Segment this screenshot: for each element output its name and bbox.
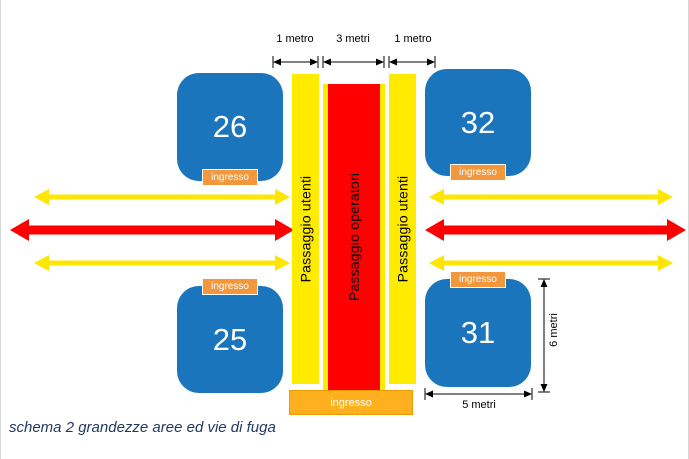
- booth-31-number: 31: [460, 315, 496, 350]
- passage-users-right-label: Passaggio utenti: [394, 175, 411, 283]
- escape-arrow-red-left: [10, 219, 294, 241]
- booth-26-entrance-tag: ingresso: [202, 169, 258, 186]
- passage-operators: Passaggio operatori: [323, 84, 385, 390]
- passage-users-left-label: Passaggio utenti: [297, 175, 314, 283]
- escape-arrow-yellow-top-right: [429, 189, 673, 205]
- booth-26-number: 26: [212, 109, 248, 144]
- dimension-arrow-3-metri: [322, 56, 385, 68]
- bottom-entrance-bar: ingresso: [289, 390, 413, 415]
- dimension-arrow-1-metro-right: [388, 56, 436, 68]
- escape-arrow-red-right: [425, 219, 686, 241]
- dimension-label-6-metri: 6 metri: [548, 313, 560, 347]
- booth-31: 31: [425, 279, 531, 387]
- dimension-label-1-metro-right: 1 metro: [394, 33, 432, 45]
- escape-arrow-yellow-bottom-left: [34, 255, 290, 271]
- booth-32-entrance-tag: ingresso: [450, 164, 506, 181]
- passage-users-right: Passaggio utenti: [389, 74, 416, 384]
- dimension-label-1-metro-left: 1 metro: [276, 33, 314, 45]
- booth-25: 25: [177, 286, 283, 393]
- dimension-arrow-1-metro-left: [272, 56, 319, 68]
- escape-arrow-yellow-top-left: [34, 189, 290, 205]
- passage-users-left: Passaggio utenti: [292, 74, 319, 384]
- booth-25-number: 25: [212, 321, 248, 357]
- booth-26: 26: [177, 73, 283, 181]
- booth-32-number: 32: [460, 104, 496, 140]
- dimension-label-3-metri: 3 metri: [336, 33, 370, 45]
- dimension-label-5-metri: 5 metri: [462, 399, 496, 411]
- booth-31-entrance-tag: ingresso: [450, 271, 506, 288]
- escape-arrow-yellow-bottom-right: [429, 255, 673, 271]
- diagram-caption: schema 2 grandezze aree ed vie di fuga: [9, 419, 276, 436]
- booth-32: 32: [425, 69, 531, 176]
- passage-operators-label: Passaggio operatori: [346, 172, 363, 302]
- booth-25-entrance-tag: ingresso: [202, 278, 258, 295]
